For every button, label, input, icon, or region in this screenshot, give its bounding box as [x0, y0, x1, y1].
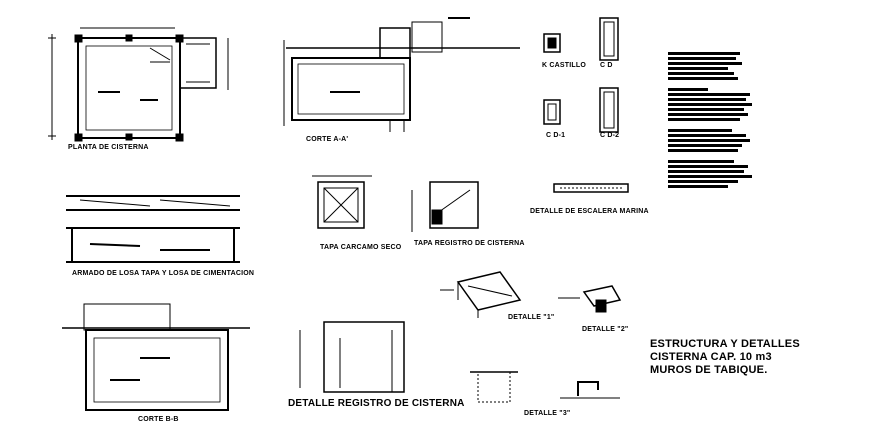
detalle-3-drawing: [470, 371, 620, 403]
detalle-2-drawing: [558, 285, 622, 313]
castillo-details: [543, 17, 619, 133]
label-tapa-carcamo: TAPA CARCAMO SECO: [320, 244, 402, 251]
label-detalle-3: DETALLE "3": [524, 410, 571, 417]
label-corte-aa: CORTE A-A': [306, 136, 349, 143]
label-armado-losa: ARMADO DE LOSA TAPA Y LOSA DE CIMENTACIO…: [72, 270, 255, 277]
label-detalle-2: DETALLE "2": [582, 326, 629, 333]
label-cd1: C D-1: [546, 132, 566, 139]
label-k-castillo: K CASTILLO: [542, 62, 586, 69]
label-planta-cisterna: PLANTA DE CISTERNA: [68, 144, 149, 151]
title-line-1: ESTRUCTURA Y DETALLES: [650, 338, 800, 350]
label-cd: C D: [600, 62, 613, 69]
detalle-1-drawing: [440, 271, 522, 318]
label-detalle-registro: DETALLE REGISTRO DE CISTERNA: [288, 398, 465, 409]
tapa-carcamo-drawing: [312, 175, 372, 229]
general-notes-block: [668, 52, 768, 282]
label-tapa-registro: TAPA REGISTRO DE CISTERNA: [414, 240, 525, 247]
tapa-registro-drawing: [411, 181, 479, 232]
title-line-3: MUROS DE TABIQUE.: [650, 364, 768, 376]
armado-losa-drawing: [66, 195, 240, 263]
escalera-marina-drawing: [553, 183, 629, 193]
detalle-registro-drawing: [299, 321, 405, 393]
title-line-2: CISTERNA CAP. 10 m3: [650, 351, 772, 363]
label-detalle-1: DETALLE "1": [508, 314, 555, 321]
corte-aa-drawing: [283, 17, 520, 132]
label-cd2: C D-2: [600, 132, 620, 139]
corte-bb-drawing: [62, 303, 250, 411]
label-escalera-marina: DETALLE DE ESCALERA MARINA: [530, 208, 649, 215]
planta-cisterna-drawing: [48, 27, 229, 142]
label-corte-bb: CORTE B-B: [138, 416, 179, 423]
